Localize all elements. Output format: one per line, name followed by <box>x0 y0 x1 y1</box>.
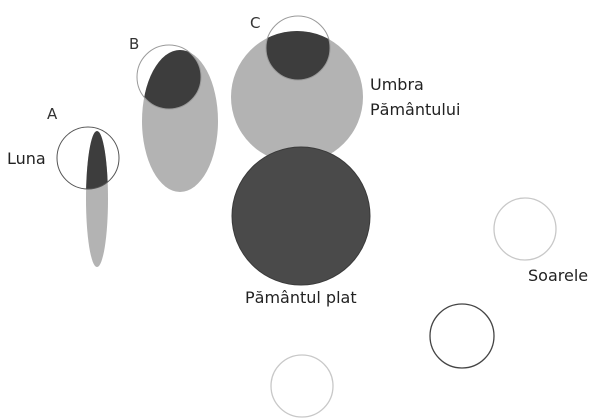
flat-earth-disk <box>232 147 370 285</box>
stage-b <box>137 45 218 192</box>
label-c: C <box>250 14 260 32</box>
label-moon: Luna <box>7 149 46 168</box>
stage-c <box>231 16 363 163</box>
label-b: B <box>129 35 139 53</box>
sun-circle-3 <box>271 355 333 417</box>
label-flat-earth: Pământul plat <box>245 288 357 307</box>
label-sun: Soarele <box>528 266 588 285</box>
sun-circle-2 <box>430 304 494 368</box>
label-earth-shadow-line2: Pământului <box>370 100 460 119</box>
label-a: A <box>47 105 57 123</box>
label-earth-shadow-line1: Umbra <box>370 75 424 94</box>
stage-a <box>57 127 119 267</box>
sun-circle-1 <box>494 198 556 260</box>
